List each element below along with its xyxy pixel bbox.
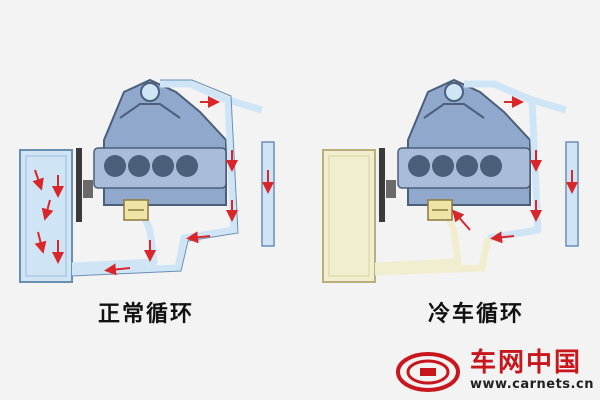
brand-watermark: 车网中国 www.carnets.cn xyxy=(378,342,600,400)
heater-core-cold xyxy=(565,141,579,247)
radiator-normal xyxy=(19,149,73,283)
thermostat-normal xyxy=(123,199,149,221)
carnets-logo-icon xyxy=(396,352,460,392)
radiator-cold xyxy=(322,149,376,283)
brand-url: www.carnets.cn xyxy=(470,377,594,392)
caption-normal-circulation: 正常循环 xyxy=(98,302,195,327)
heater-core-normal xyxy=(261,141,275,247)
brand-name: 车网中国 xyxy=(470,348,583,378)
fan-cold xyxy=(379,148,396,222)
coolant-pipes-cold xyxy=(464,80,567,242)
thermostat-cold xyxy=(427,199,453,221)
engine-block-cold xyxy=(397,78,531,206)
engine-block-normal xyxy=(93,78,227,206)
normal-circulation-system xyxy=(19,78,275,283)
fan-normal xyxy=(76,148,93,222)
caption-cold-circulation: 冷车循环 xyxy=(428,302,525,327)
cold-circulation-system xyxy=(322,78,579,283)
